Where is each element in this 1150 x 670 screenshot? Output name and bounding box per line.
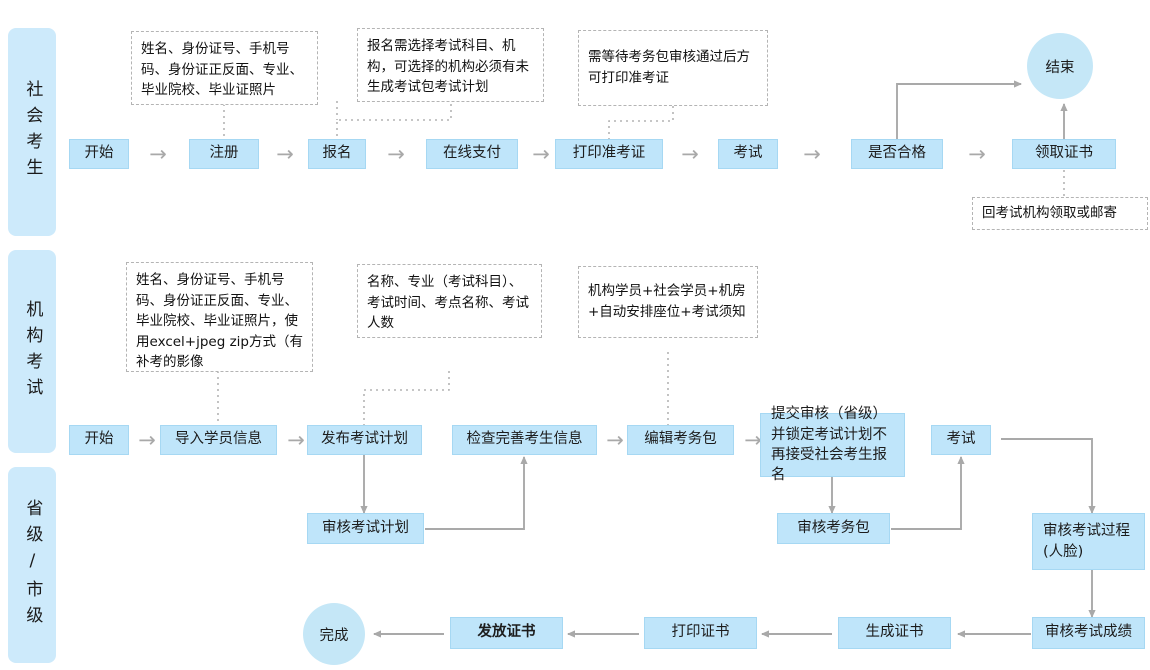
node-start-institution[interactable]: 开始 [69, 425, 129, 455]
arrow-import-to-publish: → [287, 427, 305, 452]
node-generate-certificate[interactable]: 生成证书 [838, 617, 951, 649]
arrow-edit-to-submit-review: → [744, 427, 762, 452]
note-exam-package-fields: 机构学员+社会学员+机房+自动安排座位+考试须知 [578, 266, 758, 338]
node-print-certificate[interactable]: 打印证书 [644, 617, 757, 649]
lane-province-label: 省级/市级 [22, 498, 43, 632]
node-submit-review-lock[interactable]: 提交审核（省级）并锁定考试计划不再接受社会考生报名 [760, 406, 905, 483]
node-review-exam-score[interactable]: 审核考试成绩 [1032, 617, 1145, 649]
lane-institution-label: 机构考试 [22, 299, 43, 404]
node-review-exam-process[interactable]: 审核考试过程(人脸) [1032, 513, 1145, 570]
node-end[interactable]: 结束 [1027, 33, 1093, 99]
arrow-pay-to-print-admission: → [532, 141, 550, 166]
arrow-check-to-edit-package: → [606, 427, 624, 452]
arrow-exam-to-is-pass: → [803, 141, 821, 166]
node-import-students[interactable]: 导入学员信息 [160, 425, 277, 455]
lane-province: 省级/市级 [8, 467, 56, 663]
arrow-print-to-exam: → [681, 141, 699, 166]
arrow-start-to-import: → [138, 427, 156, 452]
node-exam-institution[interactable]: 考试 [931, 425, 991, 455]
node-is-pass[interactable]: 是否合格 [851, 139, 943, 169]
node-collect-certificate[interactable]: 领取证书 [1012, 139, 1116, 169]
node-issue-certificate[interactable]: 发放证书 [450, 617, 563, 649]
node-check-candidate-info[interactable]: 检查完善考生信息 [452, 425, 597, 455]
node-edit-exam-package[interactable]: 编辑考务包 [627, 425, 734, 455]
arrow-signup-to-pay: → [387, 141, 405, 166]
node-online-pay[interactable]: 在线支付 [426, 139, 518, 169]
note-admission-ticket: 需等待考务包审核通过后方可打印准考证 [578, 30, 768, 106]
node-exam-social[interactable]: 考试 [718, 139, 778, 169]
node-review-exam-plan[interactable]: 审核考试计划 [307, 513, 424, 544]
node-review-exam-package[interactable]: 审核考务包 [777, 513, 890, 544]
note-exam-plan-fields: 名称、专业（考试科目）、考试时间、考点名称、考试人数 [357, 264, 542, 338]
node-start-social[interactable]: 开始 [69, 139, 129, 169]
note-certificate-pickup: 回考试机构领取或邮寄 [972, 197, 1148, 230]
node-print-admission[interactable]: 打印准考证 [555, 139, 663, 169]
lane-social-label: 社会考生 [22, 80, 43, 184]
note-signup-rules: 报名需选择考试科目、机构，可选择的机构必须有未生成考试包考试计划 [357, 28, 544, 102]
lane-social: 社会考生 [8, 28, 56, 236]
arrow-start-to-register: → [149, 141, 167, 166]
node-register[interactable]: 注册 [189, 139, 259, 169]
lane-institution: 机构考试 [8, 250, 56, 453]
node-signup[interactable]: 报名 [308, 139, 366, 169]
arrow-is-pass-to-collect: → [968, 141, 986, 166]
arrow-register-to-signup: → [276, 141, 294, 166]
note-register-fields: 姓名、身份证号、手机号码、身份证正反面、专业、毕业院校、毕业证照片 [131, 31, 318, 105]
node-publish-exam-plan[interactable]: 发布考试计划 [307, 425, 422, 455]
node-finish[interactable]: 完成 [303, 603, 365, 665]
note-import-fields: 姓名、身份证号、手机号码、身份证正反面、专业、毕业院校、毕业证照片，使用exce… [126, 262, 313, 372]
